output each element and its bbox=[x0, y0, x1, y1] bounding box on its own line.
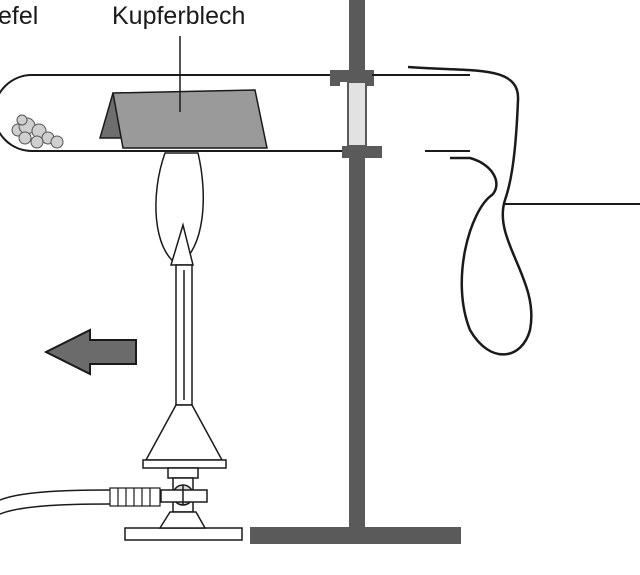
copper-sheet bbox=[99, 89, 268, 149]
hose-nozzle bbox=[109, 487, 161, 507]
burner-collar bbox=[142, 459, 227, 469]
wire-loop bbox=[407, 65, 533, 356]
burner-foot-neck bbox=[158, 511, 207, 529]
burner-cone bbox=[144, 404, 224, 461]
left-arrow-icon bbox=[43, 328, 137, 376]
gas-hose bbox=[0, 489, 160, 515]
burner-foot bbox=[124, 527, 243, 541]
burner-tube bbox=[175, 264, 193, 406]
burner-valve bbox=[160, 467, 208, 513]
label-sulfur: efel bbox=[0, 2, 39, 30]
label-copper-sheet: Kupferblech bbox=[112, 2, 246, 30]
sulfur-lumps bbox=[11, 114, 64, 149]
tube-clamp bbox=[330, 70, 382, 158]
test-tube bbox=[0, 74, 372, 152]
stand-base bbox=[250, 527, 461, 544]
